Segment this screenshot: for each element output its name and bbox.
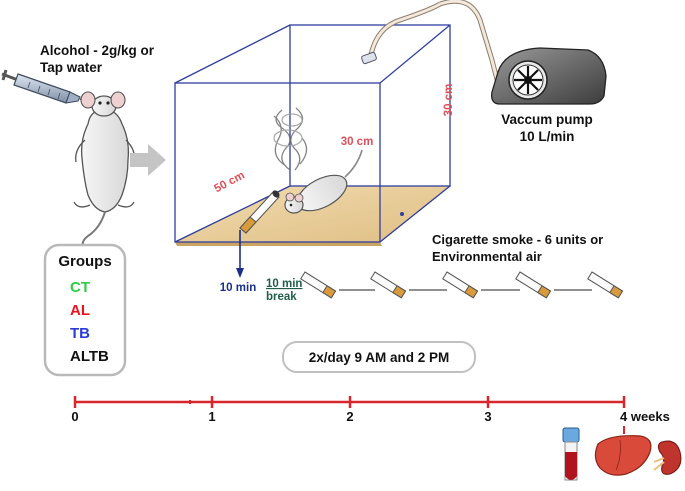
cigarette-icon — [442, 271, 479, 299]
timeline-tick-label: 4 weeks — [620, 409, 670, 424]
break-label-line1: 10 min — [266, 278, 302, 290]
blood-tube-icon — [562, 427, 580, 481]
group-item-al: AL — [70, 302, 90, 319]
chamber-depth-label: 30 cm — [341, 136, 374, 148]
cigarette-icon — [587, 271, 624, 299]
mouse-lying-icon — [284, 149, 363, 214]
exposure-duration-label: 10 min — [220, 282, 256, 294]
timeline-tick-label: 3 — [484, 409, 491, 424]
mouse-standing-icon — [73, 91, 135, 249]
timeline: 0 1 2 3 4 weeks — [71, 396, 670, 434]
kidney-icon — [653, 440, 682, 475]
cigarette-sequence — [300, 271, 624, 299]
treatment-label-line1: Alcohol - 2g/kg or — [40, 43, 155, 58]
cigarette-icon — [515, 271, 552, 299]
liver-icon — [594, 435, 652, 476]
syringe-icon — [1, 69, 93, 105]
group-item-ct: CT — [70, 279, 90, 296]
vacuum-pump-icon — [491, 47, 607, 105]
timeline-tick-label: 0 — [71, 409, 78, 424]
smoke-label-line2: Environmental air — [432, 249, 542, 264]
treatment-label-line2: Tap water — [40, 60, 103, 75]
timeline-tick-label: 2 — [346, 409, 353, 424]
groups-title: Groups — [58, 253, 111, 270]
vacuum-tube — [361, 0, 503, 91]
flow-arrow-icon — [130, 144, 166, 176]
chamber-width-label: 50 cm — [212, 169, 246, 195]
exposure-chamber — [174, 24, 452, 246]
break-label-line2: break — [266, 291, 297, 303]
smoke-icon — [273, 107, 308, 171]
groups-box — [43, 243, 127, 377]
group-item-altb: ALTB — [70, 348, 109, 365]
group-item-tb: TB — [70, 325, 90, 342]
duration-arrow-icon — [236, 230, 244, 278]
chamber-height-label: 30 cm — [443, 84, 455, 117]
pump-label-line1: Vaccum pump — [501, 112, 593, 127]
pump-label-line2: 10 L/min — [520, 129, 575, 144]
cigarette-icon — [370, 271, 407, 299]
timeline-tick-label: 1 — [208, 409, 215, 424]
schedule-label: 2x/day 9 AM and 2 PM — [309, 350, 450, 365]
cigarette-icon — [300, 271, 337, 299]
smoke-label-line1: Cigarette smoke - 6 units or — [432, 232, 603, 247]
schedule-box — [282, 341, 476, 373]
cigarette-chamber-icon — [239, 190, 280, 234]
